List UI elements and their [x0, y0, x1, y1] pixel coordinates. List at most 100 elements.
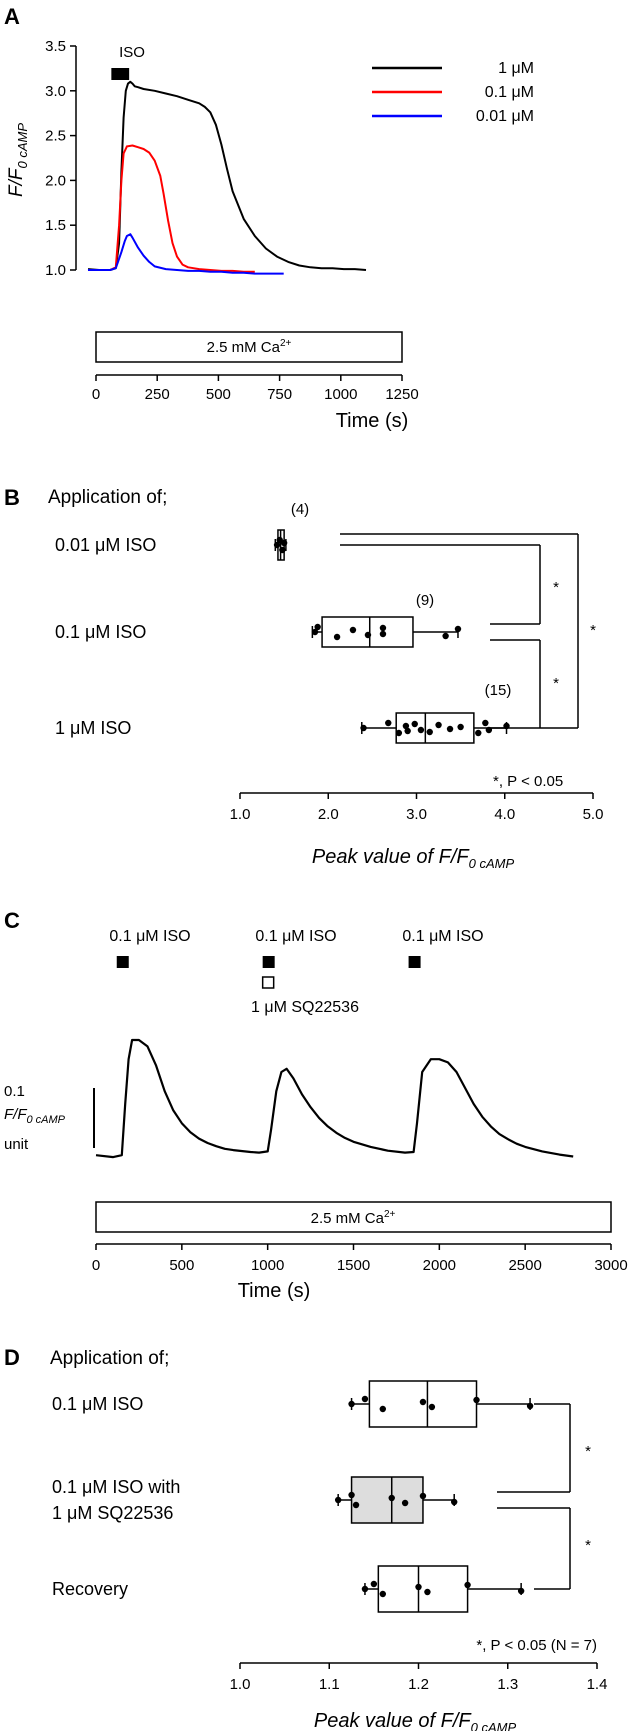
- data-point: [348, 1491, 355, 1499]
- panel-d-x-title-main: Peak value of F/F: [314, 1710, 473, 1731]
- a-x-tick-label: 500: [206, 386, 231, 403]
- data-point: [411, 720, 418, 728]
- data-point: [364, 631, 372, 639]
- panel-a-y-axis: 1.01.52.02.53.03.5: [45, 38, 77, 279]
- iso-stim-label: ISO: [119, 44, 145, 61]
- bath-label-c: 2.5 mM Ca: [311, 1210, 385, 1227]
- sig-star: *: [553, 675, 559, 692]
- panel-a-stimulus: ISO: [111, 44, 145, 80]
- iso-stim-bar: [111, 68, 130, 80]
- scale-bar-unit-sub: 0 cAMP: [27, 1114, 66, 1126]
- data-point: [379, 630, 387, 638]
- n-label: (15): [485, 682, 512, 699]
- legend-label-1: 0.1 μM: [485, 84, 534, 101]
- data-point: [419, 1492, 427, 1500]
- svg-text:F/F0 cAMP: F/F0 cAMP: [6, 123, 30, 197]
- panel-b-x-title-sub: 0 cAMP: [469, 856, 515, 871]
- iso-stim-label: 0.1 μM ISO: [402, 928, 483, 945]
- data-point: [517, 1587, 525, 1595]
- a-y-tick-label: 1.5: [45, 217, 66, 234]
- x-tick-label: 2000: [423, 1257, 456, 1274]
- data-point: [379, 624, 387, 632]
- a-y-tick-label: 1.0: [45, 262, 66, 279]
- data-point: [395, 729, 403, 737]
- data-point: [280, 539, 288, 547]
- a-x-tick-label: 1250: [385, 386, 418, 403]
- x-tick-label: 5.0: [583, 806, 604, 823]
- data-point: [401, 1499, 409, 1507]
- x-tick-label: 0: [92, 1257, 100, 1274]
- data-point: [379, 1405, 386, 1413]
- data-point: [273, 541, 281, 549]
- n-label: (9): [416, 592, 434, 609]
- data-point: [428, 1403, 436, 1411]
- trace-line-2: [88, 233, 284, 275]
- data-point: [404, 727, 411, 735]
- data-point: [360, 724, 367, 732]
- data-point: [424, 1588, 431, 1596]
- data-point: [454, 625, 462, 633]
- x-tick-label: 1.0: [230, 1676, 251, 1693]
- a-x-tick-label: 0: [92, 386, 100, 403]
- x-tick-label: 1.3: [497, 1676, 518, 1693]
- panel-c-bath-bar: 2.5 mM Ca2+: [95, 1201, 612, 1233]
- panel-a-y-title: F/F0 cAMP: [6, 123, 30, 197]
- a-y-tick-label: 2.0: [45, 172, 66, 189]
- x-tick-label: 500: [169, 1257, 194, 1274]
- panel-d-note: *, P < 0.05 (N = 7): [476, 1637, 597, 1654]
- panel-a-legend: 1 μM0.1 μM0.01 μM: [372, 60, 534, 125]
- scale-bar-word: unit: [4, 1136, 29, 1153]
- data-point: [464, 1581, 471, 1589]
- scale-bar-unit: F/F0 cAMP: [4, 1106, 66, 1126]
- data-point: [361, 1585, 369, 1593]
- panel-label-b: B: [4, 485, 20, 510]
- data-point: [349, 626, 357, 634]
- panel-a-y-title-sub: 0 cAMP: [15, 123, 30, 169]
- data-point: [385, 719, 392, 727]
- x-tick-label: 3.0: [406, 806, 427, 823]
- data-point: [475, 729, 482, 737]
- group-label: 1 μM ISO: [55, 718, 131, 738]
- data-point: [417, 726, 425, 734]
- panel-b-x-title: Peak value of F/F0 cAMP: [312, 846, 515, 871]
- data-point: [370, 1580, 378, 1588]
- data-point: [442, 632, 449, 640]
- data-point: [352, 1501, 360, 1509]
- data-point: [388, 1494, 395, 1502]
- data-point: [415, 1583, 422, 1591]
- panel-b-note: *, P < 0.05: [493, 773, 563, 790]
- iso-stim-label: 0.1 μM ISO: [109, 928, 190, 945]
- a-x-tick-label: 750: [267, 386, 292, 403]
- data-point: [482, 719, 489, 727]
- group-label-line2: 1 μM SQ22536: [52, 1503, 173, 1523]
- iso-stim-label: 0.1 μM ISO: [255, 928, 336, 945]
- data-point: [457, 723, 464, 731]
- group-label: 0.01 μM ISO: [55, 535, 156, 555]
- panel-b-x-title-main: Peak value of F/F: [312, 846, 471, 868]
- data-point: [451, 1498, 458, 1506]
- x-tick-label: 2500: [508, 1257, 541, 1274]
- panel-b-significance: ***: [340, 533, 596, 729]
- data-point: [402, 722, 410, 730]
- x-tick-label: 1.4: [587, 1676, 608, 1693]
- svg-text:2.5 mM Ca2+: 2.5 mM Ca2+: [207, 338, 292, 356]
- x-tick-label: 1500: [337, 1257, 370, 1274]
- a-y-tick-label: 2.5: [45, 128, 66, 145]
- bath-label-a: 2.5 mM Ca: [207, 339, 281, 356]
- sig-star: *: [553, 579, 559, 596]
- bath-label-a-sup: 2+: [280, 338, 292, 349]
- svg-text:2.5 mM Ca2+: 2.5 mM Ca2+: [311, 1209, 396, 1227]
- data-point: [426, 728, 433, 736]
- scale-bar-unit-main: F/F: [4, 1106, 27, 1123]
- panel-d-x-title-sub: 0 cAMP: [471, 1720, 517, 1731]
- iso-stim-marker: [116, 956, 129, 968]
- trace-line-1: [88, 144, 255, 273]
- x-tick-label: 4.0: [494, 806, 515, 823]
- data-point: [446, 725, 454, 733]
- legend-label-2: 0.01 μM: [476, 108, 534, 125]
- panel-label-c: C: [4, 908, 20, 933]
- a-y-tick-label: 3.0: [45, 83, 66, 100]
